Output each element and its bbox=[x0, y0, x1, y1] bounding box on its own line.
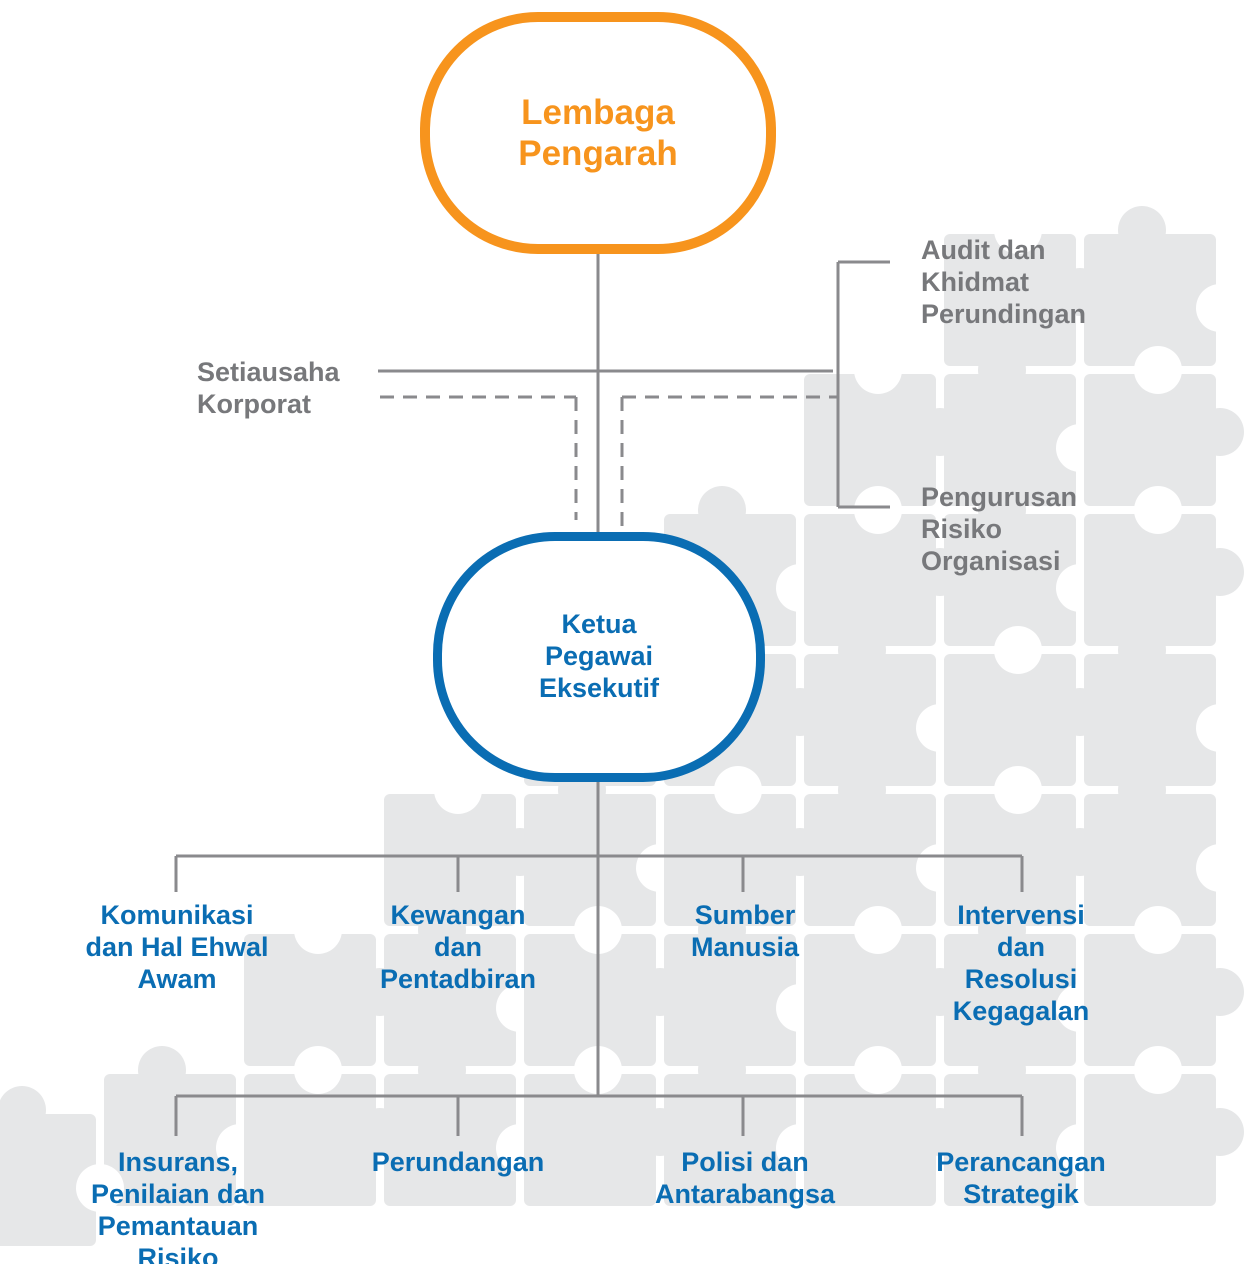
dept-legal-label: Perundangan bbox=[371, 1147, 545, 1177]
puzzle-piece-icon bbox=[1084, 906, 1244, 1066]
puzzle-piece-icon bbox=[1084, 1046, 1244, 1206]
puzzle-piece-icon bbox=[1084, 766, 1244, 926]
puzzle-piece-icon bbox=[944, 486, 1104, 646]
puzzle-piece-icon bbox=[944, 766, 1104, 926]
puzzle-piece-icon bbox=[1084, 346, 1244, 506]
puzzle-piece-icon bbox=[1084, 486, 1244, 646]
puzzle-piece-icon bbox=[1084, 626, 1244, 786]
puzzle-piece-icon bbox=[384, 1046, 544, 1206]
puzzle-piece-icon bbox=[1084, 206, 1244, 366]
puzzle-piece-icon bbox=[664, 906, 824, 1066]
puzzle-piece-icon bbox=[944, 906, 1104, 1066]
puzzle-piece-icon bbox=[0, 1086, 124, 1246]
